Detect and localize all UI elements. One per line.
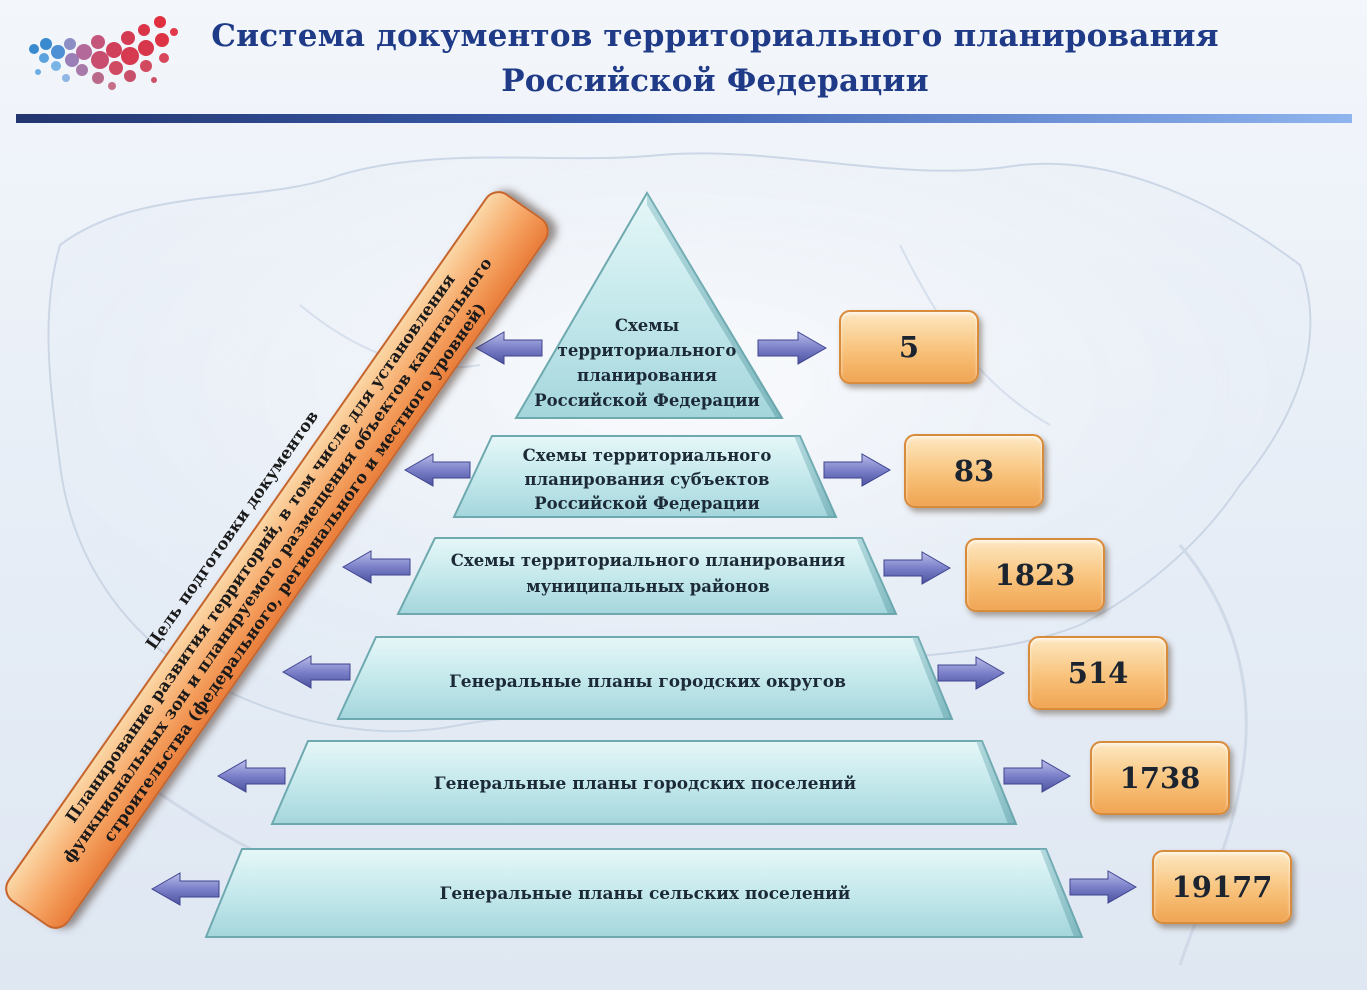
tier-6-count: 19177 [1152, 850, 1292, 924]
tier-3-label-line-1: Схемы территориального планирования [450, 551, 846, 570]
tier-2-label-line-3: Российской Федерации [534, 494, 760, 513]
arrow-left-icon [341, 550, 411, 584]
arrow-right-icon [1003, 759, 1072, 793]
tier-2-label-line-1: Схемы территориального [522, 446, 772, 465]
tier-2-count: 83 [904, 434, 1044, 508]
tier-4-shape [336, 636, 954, 720]
page-title: Система документов территориального план… [200, 14, 1230, 104]
russia-dot-map-logo [29, 16, 178, 90]
tier-3-label-line-2: муниципальных районов [526, 577, 770, 596]
arrow-right-icon [757, 331, 828, 365]
page-title-line-1: Система документов территориального план… [211, 18, 1219, 54]
arrow-left-icon [403, 453, 471, 487]
header-divider [16, 114, 1352, 123]
arrow-left-icon [216, 759, 286, 793]
tier-3-label: Схемы территориального планирования муни… [418, 548, 878, 600]
tier-4-count: 514 [1028, 636, 1168, 710]
arrow-right-icon [1069, 870, 1138, 904]
page-title-line-2: Российской Федерации [501, 63, 929, 99]
arrow-right-icon [823, 453, 892, 487]
tier-6-shape [204, 848, 1084, 938]
tier-1-label-line-1: Схемы [614, 316, 680, 335]
tier-1-label-line-3: планирования [577, 366, 717, 385]
tier-5-label: Генеральные планы городских поселений [300, 772, 990, 796]
tier-6-label-line-1: Генеральные планы сельских поселений [439, 884, 851, 904]
arrow-right-icon [883, 551, 952, 585]
tier-6-label: Генеральные планы сельских поселений [240, 882, 1050, 906]
arrow-left-icon [281, 655, 351, 689]
tier-1-label-line-2: территориального [557, 341, 737, 360]
arrow-right-icon [937, 656, 1006, 690]
tier-4-label: Генеральные планы городских округов [370, 670, 925, 694]
arrow-left-icon [150, 872, 220, 906]
tier-1-count: 5 [839, 310, 979, 384]
tier-3-count: 1823 [965, 538, 1105, 612]
tier-4-label-line-1: Генеральные планы городских округов [449, 672, 846, 692]
tier-5-label-line-1: Генеральные планы городских поселений [433, 774, 857, 794]
tier-5-shape [270, 740, 1018, 825]
tier-2-label-line-2: планирования субъектов [524, 470, 770, 489]
tier-1-shape [514, 191, 784, 419]
tier-5-count: 1738 [1090, 741, 1230, 815]
tier-1-label: Схемы территориального планирования Росс… [527, 313, 767, 413]
tier-2-shape [452, 435, 838, 518]
tier-2-label: Схемы территориального планирования субъ… [497, 444, 797, 516]
arrow-left-icon [474, 331, 543, 365]
tier-3-shape [396, 537, 898, 615]
tier-1-label-line-4: Российской Федерации [534, 391, 760, 410]
